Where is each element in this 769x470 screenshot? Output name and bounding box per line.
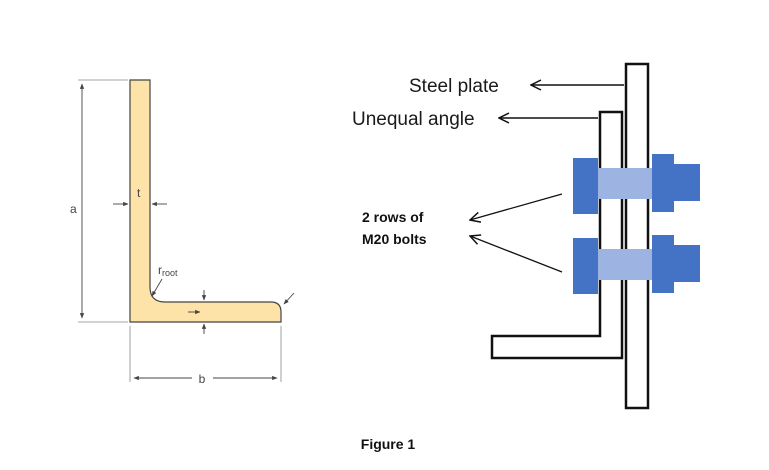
bolt-nut [652,154,674,212]
bolt-head [573,238,598,294]
bolt-end [674,164,700,201]
steel-plate-shape [624,62,650,410]
bolt-row-1 [573,154,700,214]
bolted-assembly-diagram: Steel plate Unequal angle 2 rows of M20 … [352,62,700,410]
bolts-arrow-lower [470,236,563,273]
dimension-a-label: a [70,202,77,216]
angle-section-diagram: a t rroot b [70,79,295,386]
dimension-b-label: b [199,372,206,386]
dimension-b: b [129,326,282,386]
root-radius-label: rroot [158,263,178,278]
root-radius-annotation: rroot [151,263,178,297]
bolt-end [674,245,700,282]
bolt-nut [652,235,674,293]
figure-caption: Figure 1 [361,436,416,452]
bolt-row-2 [573,235,700,294]
steel-plate-label: Steel plate [409,76,499,97]
flange-thickness-marker [188,290,207,334]
bolts-arrow-upper [470,193,563,220]
bolt-shank [598,168,652,199]
bolts-label-line-2: M20 bolts [362,231,427,247]
dimension-t-label: t [137,186,141,200]
bolt-shank [598,249,652,280]
bolts-label-line-1: 2 rows of [362,209,424,225]
unequal-angle-shape [490,110,624,360]
unequal-angle-label: Unequal angle [352,109,475,130]
dimension-t: t [113,186,167,207]
dimension-a: a [70,79,128,323]
angle-section-shape [129,79,282,323]
toe-radius-marker [283,292,295,305]
bolt-head [573,158,598,214]
